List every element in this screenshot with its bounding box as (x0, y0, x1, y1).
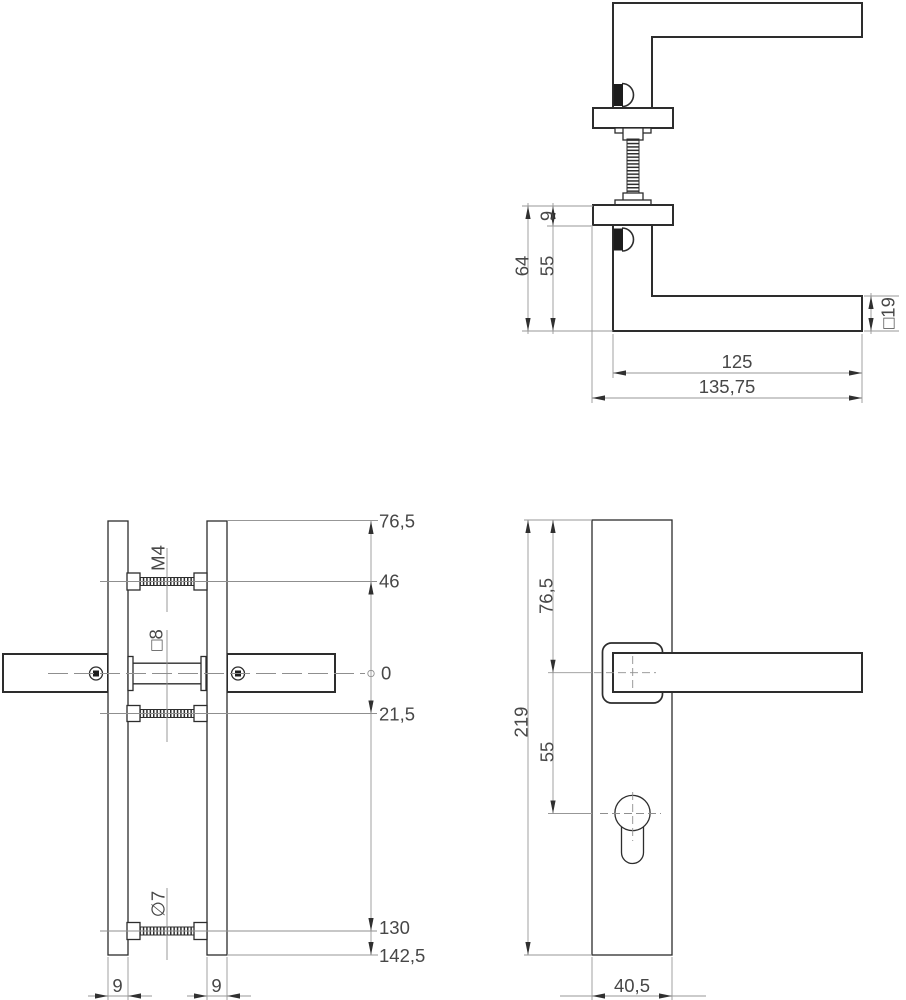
dim-column-right: 76,5 46 0 21,5 130 142,5 (227, 511, 425, 966)
view-front-plate: 219 76,5 55 40,5 (511, 519, 863, 1000)
dim-screw-mid-215-label: 21,5 (379, 704, 415, 725)
mounting-screw-slot-upper-icon (613, 84, 623, 106)
dim-plate-thickness-left: 9 (88, 957, 152, 1000)
view-side-handle: 9 55 64 125 135,75 (512, 2, 899, 403)
dim-bottom-1425-label: 142,5 (379, 945, 425, 966)
dim-total-depth-13575: 135,75 (591, 227, 862, 403)
mounting-screw-slot-lower-icon (613, 228, 623, 251)
handle-lever-upper (612, 2, 863, 109)
dim-lever-length-125-label: 125 (722, 351, 753, 372)
dim-rosette-9-label: 9 (537, 211, 558, 221)
dim-plate-height-219-label: 219 (511, 707, 532, 738)
dim-rosette-9: 9 (522, 203, 593, 334)
dim-bar-section-19-label: □19 (878, 297, 899, 329)
dim-top-to-handle-765: 76,5 (536, 520, 557, 814)
mounting-screw-head-upper-icon (621, 82, 635, 108)
spindle-neck-upper (622, 127, 644, 141)
dim-plate-width-405: 40,5 (560, 957, 706, 1000)
dim-screw-bottom-130-label: 130 (379, 917, 410, 938)
backplate-left-section (107, 520, 129, 956)
backplate-right-section (206, 520, 228, 956)
dim-total-height-64-label: 64 (512, 256, 533, 277)
backplate-front (591, 519, 673, 956)
dim-plate-height-219: 219 (511, 520, 532, 955)
dim-total-height-64: 64 (512, 203, 613, 334)
dim-zero-label: 0 (381, 663, 391, 684)
label-hole-dia-7: ∅7 (148, 891, 169, 917)
dim-handle-to-cylinder-55: 55 (537, 742, 558, 814)
rosette-bottom (592, 204, 674, 226)
dim-lever-length-125: 125 (612, 334, 863, 403)
dim-plate-width-405-label: 40,5 (614, 975, 650, 996)
handle-lever-lower (612, 224, 863, 332)
dim-plate-thickness-left-label: 9 (112, 975, 122, 996)
dim-plate-thickness-right-label: 9 (211, 975, 221, 996)
dim-top-765-label: 76,5 (379, 511, 415, 532)
zero-reference-marker (367, 669, 375, 678)
label-spindle-8: □8 (146, 629, 167, 650)
lever-front (612, 652, 863, 693)
dim-below-rosette-55: 55 (537, 256, 558, 331)
cylinder-hole (600, 792, 661, 865)
dim-below-rosette-55-label: 55 (537, 256, 558, 277)
dim-screw-top-46-label: 46 (379, 571, 400, 592)
label-screw-thread-m4: M4 (148, 545, 169, 571)
dim-bar-section-19: □19 (864, 293, 899, 334)
dim-handle-to-cylinder-55-label: 55 (537, 742, 558, 763)
dim-top-to-handle-765-label: 76,5 (536, 578, 557, 614)
dim-total-depth-13575-label: 135,75 (699, 376, 756, 397)
dim-plate-thickness-right: 9 (187, 957, 251, 1000)
view-side-plates: M4 □8 ∅7 76,5 46 0 21,5 130 142,5 (2, 511, 425, 1000)
mounting-screw-head-lower-icon (621, 227, 635, 252)
rosette-top (592, 107, 674, 129)
threaded-spindle (626, 138, 640, 196)
